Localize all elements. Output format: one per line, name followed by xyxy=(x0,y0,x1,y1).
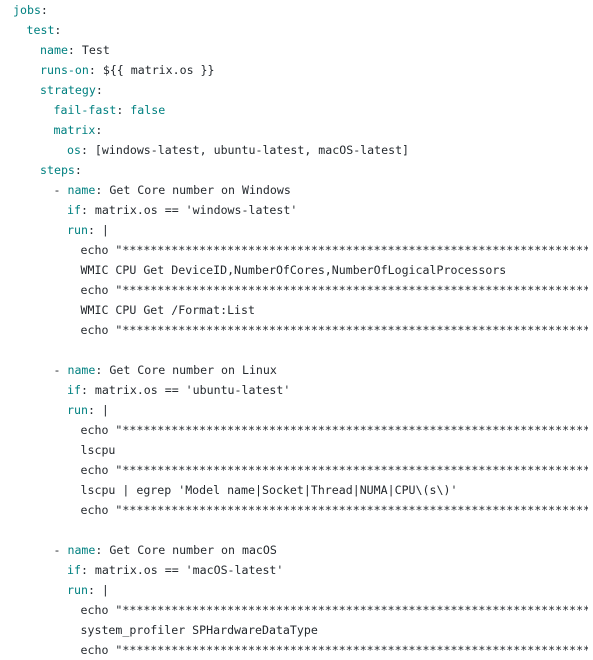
code-line: run: | xyxy=(13,220,588,240)
code-line: echo "**********************************… xyxy=(13,240,589,260)
code-line xyxy=(13,340,588,360)
yaml-value: | xyxy=(94,583,109,597)
yaml-value: [windows-latest, ubuntu-latest, macOS-la… xyxy=(87,143,410,157)
yaml-colon: : xyxy=(40,3,48,17)
code-line: echo "**********************************… xyxy=(13,640,589,660)
yaml-key: run xyxy=(67,403,88,417)
code-line: if: matrix.os == 'windows-latest' xyxy=(13,200,588,220)
code-line: if: matrix.os == 'ubuntu-latest' xyxy=(13,380,588,400)
code-line: if: matrix.os == 'macOS-latest' xyxy=(13,560,588,580)
code-line: test: xyxy=(13,20,588,40)
script-command: lscpu | egrep 'Model name|Socket|Thread|… xyxy=(80,483,458,497)
yaml-value: Get Core number on macOS xyxy=(102,543,277,557)
yaml-colon: : xyxy=(116,103,124,117)
yaml-key: fail-fast xyxy=(53,103,117,117)
yaml-key: if xyxy=(67,203,81,217)
yaml-key: run xyxy=(67,583,88,597)
script-command: echo "**********************************… xyxy=(80,503,589,517)
code-line: WMIC CPU Get /Format:List xyxy=(13,300,588,320)
code-line: - name: Get Core number on Linux xyxy=(13,360,588,380)
code-line: os: [windows-latest, ubuntu-latest, macO… xyxy=(13,140,588,160)
yaml-colon: : xyxy=(95,543,103,557)
yaml-colon: : xyxy=(54,23,62,37)
script-command: echo "**********************************… xyxy=(80,243,589,257)
code-line: system_profiler SPHardwareDataType xyxy=(13,620,588,640)
script-command: echo "**********************************… xyxy=(80,323,589,337)
yaml-key: matrix xyxy=(53,123,96,137)
yaml-key: name xyxy=(67,363,96,377)
yaml-key: os xyxy=(67,143,81,157)
script-command: echo "**********************************… xyxy=(80,423,589,437)
yaml-key: run xyxy=(67,223,88,237)
yaml-value: | xyxy=(94,223,109,237)
script-command: system_profiler SPHardwareDataType xyxy=(80,623,318,637)
yaml-value: matrix.os == 'ubuntu-latest' xyxy=(87,383,291,397)
code-line: echo "**********************************… xyxy=(13,600,589,620)
code-line: lscpu | egrep 'Model name|Socket|Thread|… xyxy=(13,480,588,500)
yaml-key: runs-on xyxy=(40,63,89,77)
yaml-key: name xyxy=(40,43,68,57)
code-line: runs-on: ${{ matrix.os }} xyxy=(13,60,588,80)
code-line: echo "**********************************… xyxy=(13,460,589,480)
yaml-key: jobs xyxy=(13,3,41,17)
code-line: steps: xyxy=(13,160,588,180)
yaml-colon: : xyxy=(67,43,75,57)
yaml-key: name xyxy=(67,183,96,197)
list-dash: - xyxy=(53,183,68,197)
code-line: echo "**********************************… xyxy=(13,280,589,300)
yaml-colon: : xyxy=(95,123,103,137)
code-line: lscpu xyxy=(13,440,588,460)
yaml-key: if xyxy=(67,383,81,397)
yaml-value: false xyxy=(123,103,166,117)
script-command: echo "**********************************… xyxy=(80,283,589,297)
yaml-value: Get Core number on Linux xyxy=(102,363,277,377)
script-command: WMIC CPU Get /Format:List xyxy=(80,303,256,317)
script-command: echo "**********************************… xyxy=(80,643,589,657)
code-line: echo "**********************************… xyxy=(13,500,589,520)
yaml-key: strategy xyxy=(40,83,96,97)
code-line: matrix: xyxy=(13,120,588,140)
yaml-colon: : xyxy=(80,563,88,577)
code-line: run: | xyxy=(13,580,588,600)
yaml-key: name xyxy=(67,543,96,557)
list-dash: - xyxy=(53,363,68,377)
yaml-value: ${{ matrix.os }} xyxy=(95,63,215,77)
code-line: echo "**********************************… xyxy=(13,320,589,340)
yaml-key: if xyxy=(67,563,81,577)
yaml-colon: : xyxy=(95,83,103,97)
yaml-colon: : xyxy=(88,63,96,77)
yaml-colon: : xyxy=(95,363,103,377)
code-line: fail-fast: false xyxy=(13,100,588,120)
code-line: strategy: xyxy=(13,80,588,100)
script-command: echo "**********************************… xyxy=(80,463,589,477)
yaml-colon: : xyxy=(87,583,95,597)
code-line xyxy=(13,520,588,540)
code-line: - name: Get Core number on macOS xyxy=(13,540,588,560)
yaml-colon: : xyxy=(80,383,88,397)
yaml-colon: : xyxy=(87,223,95,237)
yaml-value: matrix.os == 'macOS-latest' xyxy=(87,563,284,577)
yaml-colon: : xyxy=(95,183,103,197)
script-command: WMIC CPU Get DeviceID,NumberOfCores,Numb… xyxy=(80,263,507,277)
yaml-value: Get Core number on Windows xyxy=(102,183,291,197)
yaml-key: steps xyxy=(40,163,75,177)
code-line: WMIC CPU Get DeviceID,NumberOfCores,Numb… xyxy=(13,260,588,280)
script-command: lscpu xyxy=(80,443,116,457)
code-line: - name: Get Core number on Windows xyxy=(13,180,588,200)
code-line: run: | xyxy=(13,400,588,420)
code-line: name: Test xyxy=(13,40,588,60)
script-command: echo "**********************************… xyxy=(80,603,589,617)
code-line: echo "**********************************… xyxy=(13,420,589,440)
yaml-key: test xyxy=(26,23,55,37)
yaml-colon: : xyxy=(87,403,95,417)
yaml-value: | xyxy=(94,403,109,417)
yaml-value: matrix.os == 'windows-latest' xyxy=(87,203,298,217)
list-dash: - xyxy=(53,543,68,557)
yaml-colon: : xyxy=(80,143,88,157)
yaml-colon: : xyxy=(74,163,82,177)
yaml-value: Test xyxy=(74,43,110,57)
code-line: jobs: xyxy=(13,0,588,20)
yaml-colon: : xyxy=(80,203,88,217)
